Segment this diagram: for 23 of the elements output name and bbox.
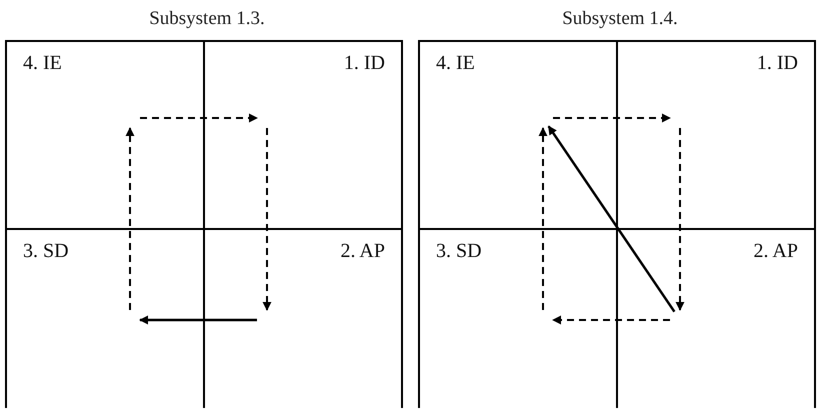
quadrant (5, 40, 205, 230)
arrow (552, 316, 670, 324)
quadrant-label: 2. AP (340, 240, 385, 263)
quadrant-label: 3. SD (436, 240, 482, 263)
quadrant-label: 4. IE (23, 52, 62, 75)
quadrant-label: 1. ID (344, 52, 385, 75)
arrow (126, 127, 134, 310)
arrow (538, 127, 548, 310)
quadrant-label: 2. AP (754, 240, 798, 263)
panel-title: Subsystem 1.3. (149, 8, 265, 30)
quadrant-label: 4. IE (436, 52, 475, 75)
arrow (676, 128, 684, 311)
quadrant (418, 40, 618, 230)
quadrant-label: 3. SD (23, 240, 69, 263)
quadrant (616, 40, 816, 230)
arrow (140, 114, 258, 122)
panel-title: Subsystem 1.4. (562, 8, 678, 30)
arrow (553, 114, 671, 122)
arrow (139, 316, 257, 324)
arrow (262, 128, 272, 311)
quadrant-label: 1. ID (756, 52, 798, 75)
arrow (548, 126, 676, 312)
quadrant (203, 40, 403, 230)
